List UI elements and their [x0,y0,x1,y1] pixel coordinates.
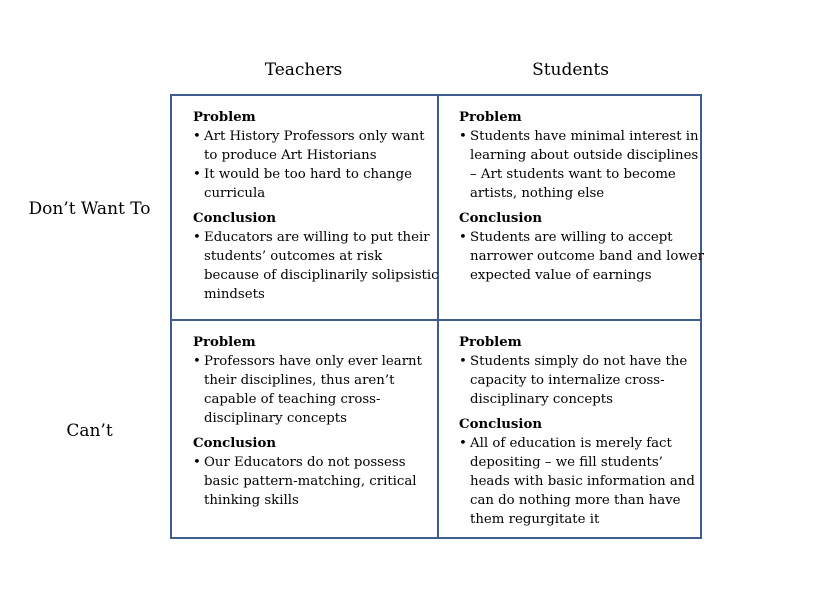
cell-students-cant: Problem Students simply do not have the … [459,333,705,529]
problem-item: It would be too hard to change curricula [193,165,439,203]
problem-title: Problem [193,335,256,350]
conclusion-list: Educators are willing to put their stude… [193,228,439,304]
conclusion-title: Conclusion [193,436,277,451]
conclusion-item: Our Educators do not possess basic patte… [193,453,439,510]
conclusion-section: Conclusion Educators are willing to put … [193,209,439,304]
problem-title: Problem [193,110,256,125]
conclusion-item: Students are willing to accept narrower … [459,228,705,285]
conclusion-section: Conclusion Students are willing to accep… [459,209,705,285]
conclusion-title: Conclusion [459,211,543,226]
column-header-teachers: Teachers [264,60,343,80]
cell-teachers-cant: Problem Professors have only ever learnt… [193,333,439,510]
cell-students-dont-want-to: Problem Students have minimal interest i… [459,108,705,285]
conclusion-list: Our Educators do not possess basic patte… [193,453,439,510]
conclusion-title: Conclusion [193,211,277,226]
conclusion-section: Conclusion All of education is merely fa… [459,415,705,529]
problem-section: Problem Professors have only ever learnt… [193,333,439,428]
conclusion-list: Students are willing to accept narrower … [459,228,705,285]
problem-list: Students simply do not have the capacity… [459,352,705,409]
vertical-divider [437,96,439,537]
column-header-students: Students [532,60,609,80]
problem-item: Students simply do not have the capacity… [459,352,705,409]
problem-item: Students have minimal interest in learni… [459,127,705,203]
problem-section: Problem Students have minimal interest i… [459,108,705,203]
problem-section: Problem Students simply do not have the … [459,333,705,409]
horizontal-divider [172,319,700,321]
conclusion-item: Educators are willing to put their stude… [193,228,439,304]
row-header-dont-want-to: Don’t Want To [28,199,151,219]
matrix-grid: Problem Art History Professors only want… [170,94,705,539]
problem-title: Problem [459,110,522,125]
conclusion-section: Conclusion Our Educators do not possess … [193,434,439,510]
problem-item: Professors have only ever learnt their d… [193,352,439,428]
problem-item: Art History Professors only want to prod… [193,127,439,165]
conclusion-list: All of education is merely fact depositi… [459,434,705,529]
row-header-cant: Can’t [66,421,113,441]
problem-section: Problem Art History Professors only want… [193,108,439,203]
problem-list: Professors have only ever learnt their d… [193,352,439,428]
problem-title: Problem [459,335,522,350]
conclusion-item: All of education is merely fact depositi… [459,434,705,529]
cell-teachers-dont-want-to: Problem Art History Professors only want… [193,108,439,304]
problem-list: Students have minimal interest in learni… [459,127,705,203]
problem-list: Art History Professors only want to prod… [193,127,439,203]
conclusion-title: Conclusion [459,417,543,432]
